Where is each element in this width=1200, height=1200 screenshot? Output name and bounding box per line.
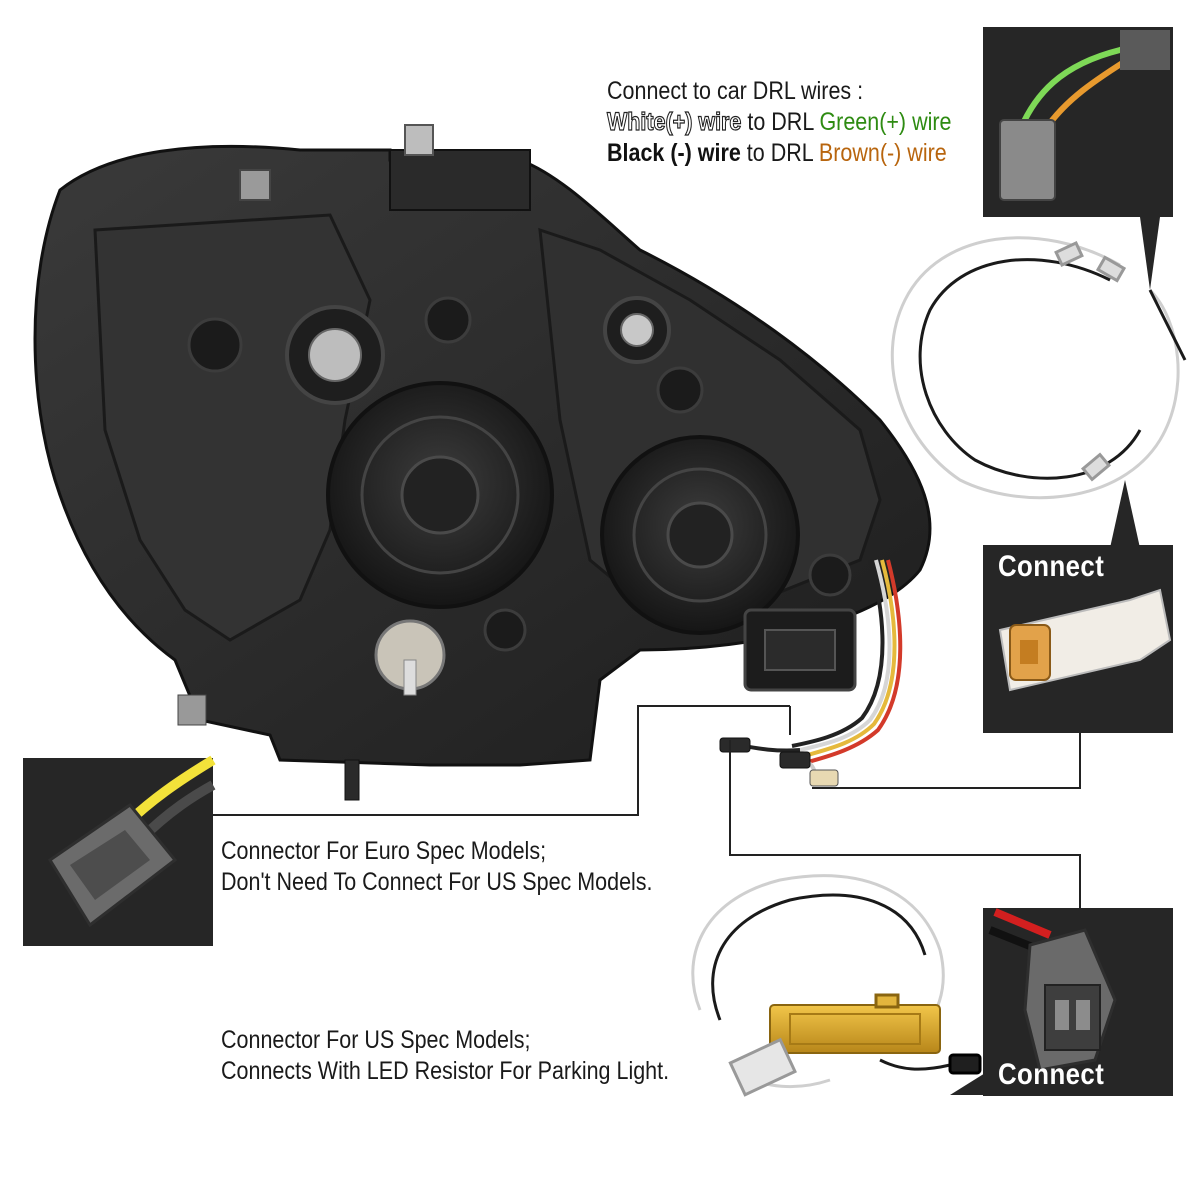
adjuster-screw-right: [620, 313, 654, 347]
rubber-plug-2: [424, 296, 472, 344]
euro-note-line-1: Connector For Euro Spec Models;: [221, 837, 547, 865]
leader-euro: [213, 705, 790, 816]
adjuster-screw-left: [308, 328, 362, 382]
drl-wire-inset: [983, 27, 1173, 290]
top-bracket: [389, 149, 531, 211]
euro-note: Connector For Euro Spec Models; Don't Ne…: [221, 836, 653, 898]
leader-connect-bottom: [729, 740, 1081, 908]
leader-connect-top: [812, 733, 1081, 789]
bottom-tab: [344, 759, 360, 801]
connect-top-inset: [983, 480, 1173, 733]
drl-line-1: White(+) wire to DRL Green(+) wire: [606, 107, 952, 138]
brown-wire-label: Brown(-) wire: [818, 139, 947, 167]
side-clip: [177, 694, 207, 726]
mounting-stud: [404, 124, 434, 156]
rubber-plug-1: [187, 317, 243, 373]
rubber-plug-5: [808, 553, 852, 597]
drl-line-2: Black (-) wire to DRL Brown(-) wire: [607, 138, 951, 169]
drl-wire-loop: [890, 236, 1187, 500]
leader-lines: [213, 705, 1081, 908]
inset-pointer: [1140, 217, 1160, 290]
drl-line-1-joiner: to DRL: [741, 108, 820, 136]
drl-instructions: Connect to car DRL wires : White(+) wire…: [606, 76, 952, 169]
euro-note-line-2: Don't Need To Connect For US Spec Models…: [221, 868, 653, 896]
euro-connector-inset: [23, 755, 216, 946]
black-wire-label: Black (-) wire: [607, 139, 741, 167]
resistor-label-tag: [728, 1037, 797, 1097]
green-wire-label: Green(+) wire: [819, 108, 952, 136]
rubber-plug-4: [483, 608, 527, 652]
led-resistor: [769, 1004, 941, 1054]
connect-top-label: Connect: [998, 550, 1105, 583]
connect-bottom-label: Connect: [998, 1058, 1105, 1091]
us-note: Connector For US Spec Models; Connects W…: [221, 1025, 669, 1087]
connect-bottom-inset: [950, 908, 1173, 1096]
drl-line-2-joiner: to DRL: [740, 139, 819, 167]
resistor-plug: [948, 1053, 982, 1075]
headlight-housing: [33, 124, 932, 801]
led-resistor-assembly: [691, 874, 982, 1097]
rubber-plug-3: [656, 366, 704, 414]
metal-clip: [239, 169, 271, 201]
drl-heading: Connect to car DRL wires :: [607, 77, 864, 105]
us-note-line-1: Connector For US Spec Models;: [221, 1026, 531, 1054]
drl-connector: [999, 119, 1056, 201]
us-note-line-2: Connects With LED Resistor For Parking L…: [221, 1057, 670, 1085]
white-wire-label: White(+) wire: [606, 107, 742, 136]
small-connector-plugs: [719, 737, 839, 787]
